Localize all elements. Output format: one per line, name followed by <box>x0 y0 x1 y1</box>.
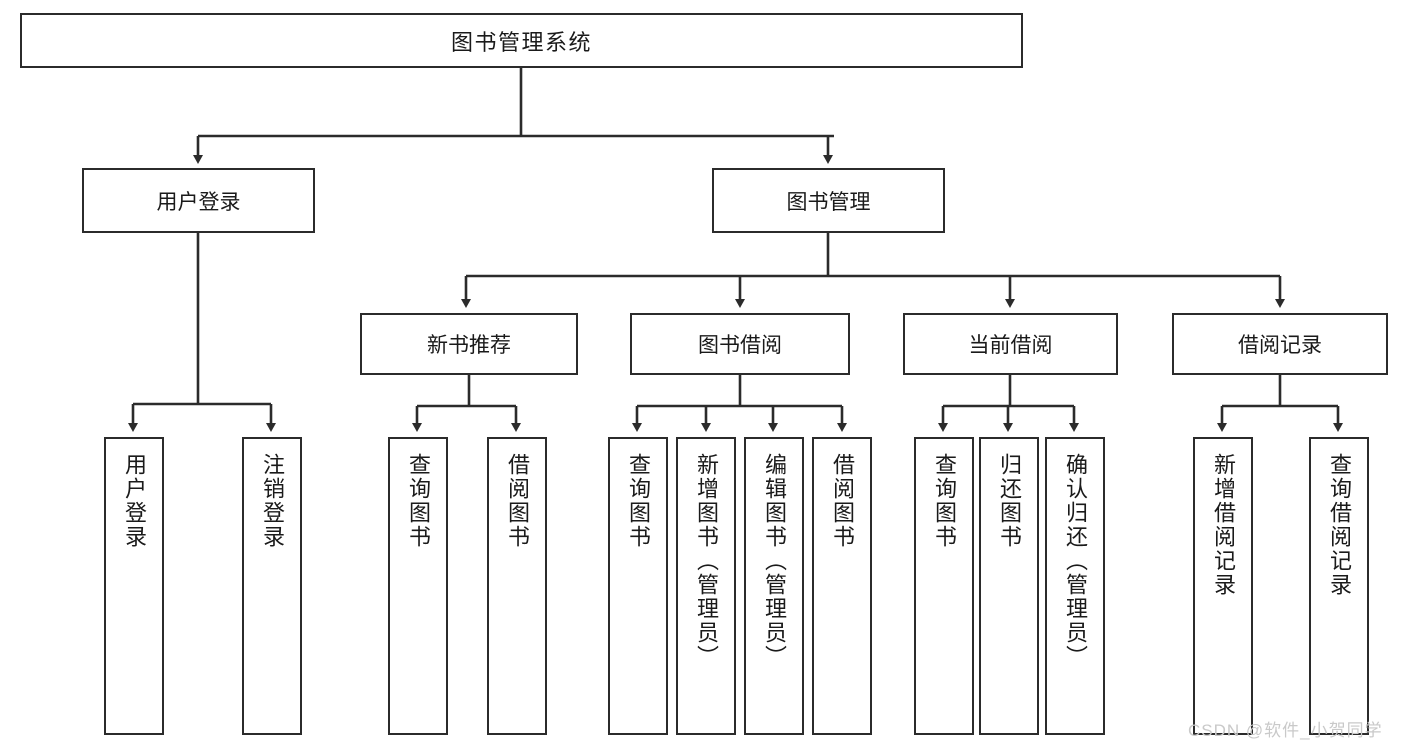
node-label: 图书管理系统 <box>450 29 592 55</box>
node-label: 当前借阅 <box>968 334 1053 357</box>
leaf-book-borrow-edit[interactable]: 编辑图书（管理员） <box>744 437 804 735</box>
node-root-system[interactable]: 图书管理系统 <box>20 13 1023 68</box>
node-label: 查询借阅记录 <box>1326 453 1352 597</box>
node-label: 查询图书 <box>931 453 957 549</box>
leaf-new-book-query[interactable]: 查询图书 <box>388 437 448 735</box>
node-label: 查询图书 <box>625 453 651 549</box>
node-label: 新增借阅记录 <box>1210 453 1236 597</box>
leaf-borrow-record-add[interactable]: 新增借阅记录 <box>1193 437 1253 735</box>
watermark-text: CSDN @软件_小贺同学 <box>1188 721 1383 740</box>
leaf-new-book-borrow[interactable]: 借阅图书 <box>487 437 547 735</box>
node-label: 归还图书 <box>996 453 1022 549</box>
node-label: 借阅图书 <box>829 453 855 549</box>
leaf-user-login-logout[interactable]: 注销登录 <box>242 437 302 735</box>
node-label: 编辑图书（管理员） <box>761 453 787 669</box>
node-label: 用户登录 <box>156 190 241 214</box>
node-label: 新书推荐 <box>427 334 511 357</box>
node-label: 借阅图书 <box>504 453 530 549</box>
leaf-borrow-record-query[interactable]: 查询借阅记录 <box>1309 437 1369 735</box>
node-book-borrow[interactable]: 图书借阅 <box>630 313 850 375</box>
node-borrow-record[interactable]: 借阅记录 <box>1172 313 1388 375</box>
node-current-borrow[interactable]: 当前借阅 <box>903 313 1118 375</box>
node-new-book-recommend[interactable]: 新书推荐 <box>360 313 578 375</box>
leaf-book-borrow-query[interactable]: 查询图书 <box>608 437 668 735</box>
leaf-book-borrow-borrow[interactable]: 借阅图书 <box>812 437 872 735</box>
node-label: 注销登录 <box>259 453 285 549</box>
node-label: 用户登录 <box>121 453 147 549</box>
leaf-current-borrow-query[interactable]: 查询图书 <box>914 437 974 735</box>
leaf-user-login-login[interactable]: 用户登录 <box>104 437 164 735</box>
node-label: 图书借阅 <box>698 334 782 357</box>
leaf-current-borrow-confirm-return[interactable]: 确认归还（管理员） <box>1045 437 1105 735</box>
leaf-book-borrow-add[interactable]: 新增图书（管理员） <box>676 437 736 735</box>
node-label: 新增图书（管理员） <box>693 453 719 669</box>
node-label: 借阅记录 <box>1238 334 1322 357</box>
node-user-login[interactable]: 用户登录 <box>82 168 315 233</box>
node-label: 图书管理 <box>786 190 871 214</box>
leaf-current-borrow-return[interactable]: 归还图书 <box>979 437 1039 735</box>
node-book-management[interactable]: 图书管理 <box>712 168 945 233</box>
node-label: 查询图书 <box>405 453 431 549</box>
node-label: 确认归还（管理员） <box>1062 453 1088 669</box>
